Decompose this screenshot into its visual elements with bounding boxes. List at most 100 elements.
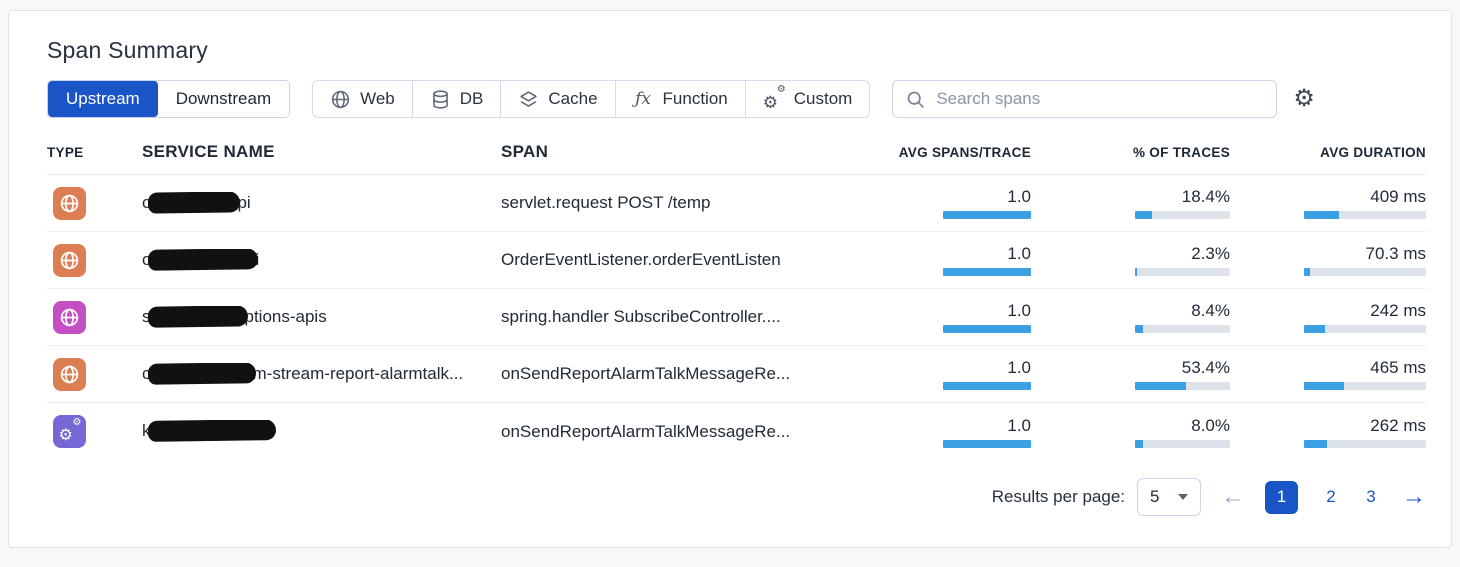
page-2-button[interactable]: 2 [1326, 487, 1336, 506]
toggle-upstream[interactable]: Upstream [48, 81, 158, 117]
avg-duration-value: 409 ms [1370, 187, 1426, 206]
avg-duration-cell: 70.3 ms [1230, 244, 1426, 276]
direction-toggle: Upstream Downstream [47, 80, 291, 118]
col-header-pct-traces: % OF TRACES [1132, 144, 1230, 160]
col-header-type: TYPE [47, 144, 84, 160]
table-row[interactable]: c m-stream-report-alarmtalk... onSendRepo… [47, 346, 1426, 403]
database-icon [430, 89, 451, 110]
col-header-span: SPAN [501, 142, 549, 161]
filter-db[interactable]: DB [411, 81, 501, 117]
pct-of-traces-cell: 8.0% [1031, 416, 1230, 448]
service-name-prefix: o [142, 192, 152, 212]
pct-of-traces-cell: 18.4% [1031, 187, 1230, 219]
span-table-body: o pi servlet.request POST /temp 1.0 18.4%… [47, 175, 1426, 460]
filter-function[interactable]: ƒx Function [614, 81, 745, 117]
col-header-avg-spans: AVG SPANS/TRACE [898, 144, 1031, 160]
pct-of-traces-value: 8.0% [1191, 415, 1230, 435]
span-summary-panel: Span Summary Upstream Downstream Web [8, 10, 1452, 548]
avg-spans-trace-bar [943, 268, 1031, 276]
service-name-prefix: c [142, 363, 151, 383]
next-page-arrow-icon[interactable]: → [1402, 483, 1426, 510]
filter-custom-label: Custom [793, 89, 853, 108]
avg-duration-value: 70.3 ms [1365, 244, 1426, 263]
avg-spans-trace-bar [943, 439, 1031, 448]
span-name: spring.handler SubscribeController.... [501, 307, 781, 326]
custom-type-icon: ⚙⚙ [53, 415, 86, 448]
avg-spans-trace-bar [943, 325, 1031, 333]
toolbar: Upstream Downstream Web [47, 80, 1425, 118]
results-per-page-label: Results per page: [991, 487, 1125, 506]
type-filter-group: Web DB Cach [312, 80, 871, 118]
pct-of-traces-value: 18.4% [1181, 187, 1230, 206]
avg-spans-trace-value: 1.0 [1007, 358, 1031, 377]
pct-of-traces-bar [1135, 382, 1230, 390]
avg-duration-cell: 262 ms [1230, 416, 1426, 448]
redaction-blob [147, 305, 248, 328]
service-name-suffix: m-stream-report-alarmtalk... [252, 363, 464, 383]
pct-of-traces-cell: 2.3% [1031, 244, 1230, 276]
web-type-icon [53, 186, 86, 220]
avg-duration-cell: 409 ms [1230, 187, 1426, 219]
avg-spans-trace-cell: 1.0 [831, 301, 1031, 333]
table-row[interactable]: ⚙⚙ k onSendReportAlarmTalkMessageRe... 1… [47, 403, 1426, 460]
filter-web-label: Web [360, 89, 395, 108]
layers-icon [518, 89, 539, 110]
service-name-prefix: o [142, 249, 152, 269]
avg-duration-cell: 465 ms [1230, 358, 1426, 390]
avg-duration-bar [1304, 268, 1426, 276]
span-name: onSendReportAlarmTalkMessageRe... [501, 364, 791, 383]
avg-spans-trace-cell: 1.0 [831, 358, 1031, 390]
service-name-prefix: k [142, 420, 151, 440]
avg-duration-cell: 242 ms [1230, 301, 1426, 333]
pct-of-traces-bar [1135, 439, 1230, 448]
search-icon [905, 89, 926, 110]
avg-spans-trace-value: 1.0 [1007, 187, 1031, 206]
page-3-button[interactable]: 3 [1366, 487, 1376, 506]
avg-spans-trace-value: 1.0 [1007, 415, 1031, 435]
span-name: onSendReportAlarmTalkMessageRe... [501, 421, 791, 441]
page-size-value: 5 [1150, 487, 1160, 506]
prev-page-arrow-icon[interactable]: ← [1221, 483, 1245, 510]
pagination-footer: Results per page: 5 ← 1 2 3 → [47, 478, 1426, 516]
span-name: servlet.request POST /temp [501, 193, 711, 212]
filter-function-label: Function [662, 89, 728, 108]
filter-cache[interactable]: Cache [500, 81, 614, 117]
avg-duration-bar [1304, 211, 1426, 219]
pct-of-traces-cell: 8.4% [1031, 301, 1230, 333]
search-box[interactable] [892, 80, 1278, 118]
pct-of-traces-bar [1135, 325, 1230, 333]
service-name-prefix: s [142, 306, 151, 326]
gears-icon: ⚙⚙ [762, 84, 786, 112]
filter-custom[interactable]: ⚙⚙ Custom [744, 81, 870, 117]
service-name-suffix: pi [237, 192, 251, 212]
redaction-blob [147, 420, 276, 442]
redaction-blob [148, 191, 241, 214]
avg-spans-trace-cell: 1.0 [831, 244, 1031, 276]
toggle-downstream[interactable]: Downstream [157, 81, 290, 117]
chevron-down-icon [1178, 494, 1188, 500]
filter-web[interactable]: Web [313, 81, 412, 117]
service-name-cell: c m-stream-report-alarmtalk... [142, 362, 501, 386]
avg-spans-trace-value: 1.0 [1007, 244, 1031, 263]
settings-gear-icon[interactable]: ⚙ [1293, 85, 1315, 112]
page-size-select[interactable]: 5 [1137, 478, 1201, 516]
web-type-icon [53, 357, 86, 391]
page-1-button[interactable]: 1 [1265, 480, 1298, 514]
fx-icon: ƒx [635, 89, 651, 109]
service-name-cell: o pi [142, 191, 501, 215]
table-row[interactable]: oi OrderEventListener.orderEventListen 1… [47, 232, 1426, 289]
pct-of-traces-value: 53.4% [1181, 358, 1230, 377]
span-table: TYPE SERVICE NAME SPAN AVG SPANS/TRACE %… [47, 130, 1426, 460]
avg-spans-trace-value: 1.0 [1007, 301, 1031, 320]
search-input[interactable] [936, 89, 1265, 109]
service-name-cell: oi [142, 248, 501, 272]
col-header-avg-duration: AVG DURATION [1320, 144, 1426, 160]
pct-of-traces-value: 8.4% [1191, 301, 1230, 320]
col-header-service-name: SERVICE NAME [142, 142, 275, 161]
table-row[interactable]: o pi servlet.request POST /temp 1.0 18.4%… [47, 175, 1426, 232]
service-name-cell: k [142, 420, 501, 443]
table-header: TYPE SERVICE NAME SPAN AVG SPANS/TRACE %… [47, 130, 1426, 175]
avg-spans-trace-bar [943, 211, 1031, 219]
